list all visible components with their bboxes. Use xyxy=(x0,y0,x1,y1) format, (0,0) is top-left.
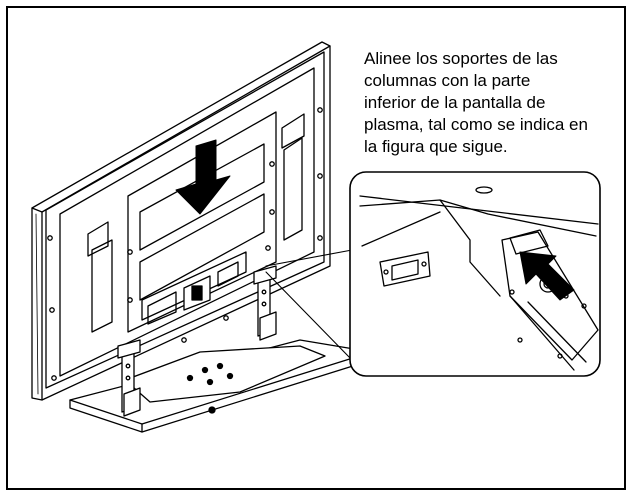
stand-base xyxy=(69,339,373,433)
callout-leader xyxy=(265,249,353,361)
instruction-caption: Alinee los soportes de las columnas con … xyxy=(364,49,588,156)
plasma-panel xyxy=(31,41,331,401)
magnifier-callout xyxy=(349,171,601,377)
down-arrow-icon xyxy=(175,139,231,215)
up-arrow-icon xyxy=(519,251,575,301)
stand-columns xyxy=(117,265,277,417)
